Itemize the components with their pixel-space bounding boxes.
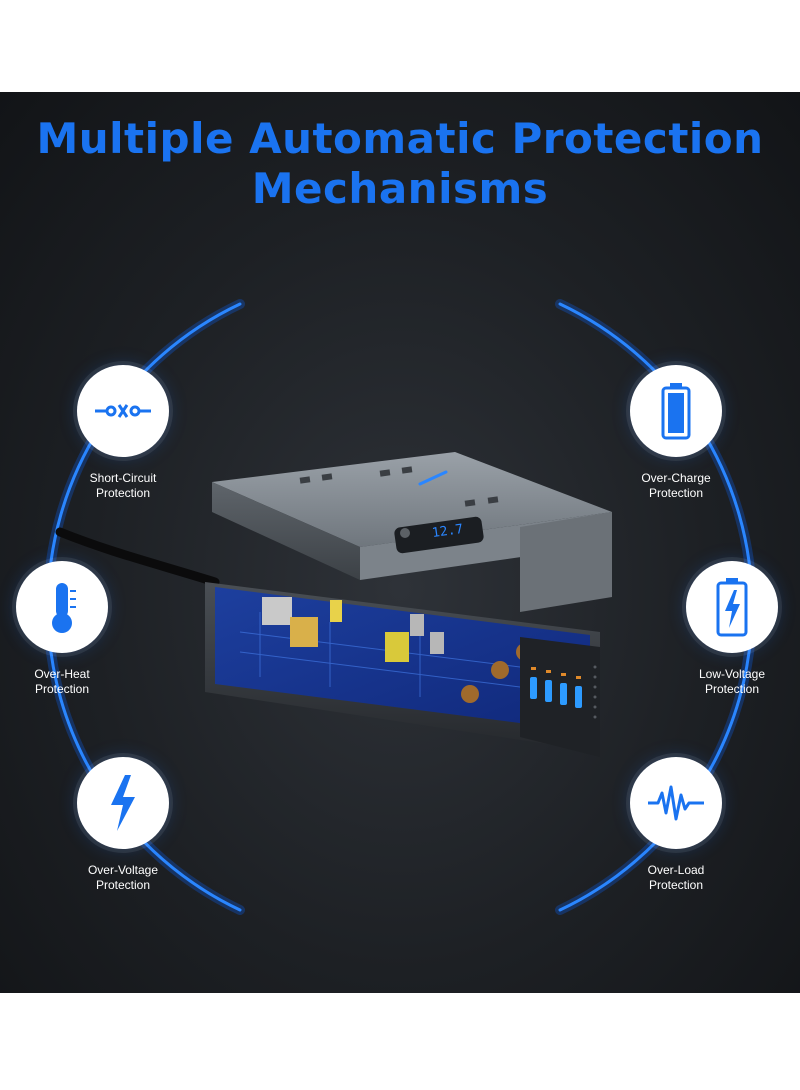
thermometer-icon — [52, 583, 76, 633]
feature-over-load: Over-Load Protection — [591, 757, 761, 893]
feature-low-voltage: Low-Voltage Protection — [647, 561, 800, 697]
feature-label: Over-Heat Protection — [34, 667, 90, 696]
headline-line-1: Multiple Automatic Protection — [36, 114, 764, 163]
battery-charging-icon-circle — [686, 561, 778, 653]
feature-panel: Multiple Automatic Protection Mechanisms — [0, 92, 800, 993]
inverter-lid — [212, 452, 612, 612]
waveform-icon-circle — [630, 757, 722, 849]
product-illustration — [42, 299, 758, 915]
thermometer-icon-circle — [16, 561, 108, 653]
headline-line-2: Mechanisms — [251, 164, 549, 213]
lightning-icon — [111, 775, 135, 831]
full-battery-icon-circle — [630, 365, 722, 457]
short-circuit-icon — [95, 404, 151, 418]
headline: Multiple Automatic Protection Mechanisms — [0, 114, 800, 214]
full-battery-icon — [661, 383, 691, 440]
feature-label: Over-Load Protection — [647, 863, 705, 892]
feature-label: Over-Charge Protection — [641, 471, 711, 500]
feature-over-heat: Over-Heat Protection — [0, 561, 147, 697]
feature-over-voltage: Over-Voltage Protection — [38, 757, 208, 893]
waveform-icon — [648, 785, 704, 821]
inverter-base — [205, 582, 600, 757]
short-circuit-icon-circle — [77, 365, 169, 457]
feature-short-circuit: Short-Circuit Protection — [38, 365, 208, 501]
feature-label: Over-Voltage Protection — [87, 863, 159, 892]
battery-charging-icon — [716, 578, 748, 637]
feature-label: Short-Circuit Protection — [89, 471, 157, 500]
feature-over-charge: Over-Charge Protection — [591, 365, 761, 501]
feature-label: Low-Voltage Protection — [698, 667, 766, 696]
lightning-icon-circle — [77, 757, 169, 849]
